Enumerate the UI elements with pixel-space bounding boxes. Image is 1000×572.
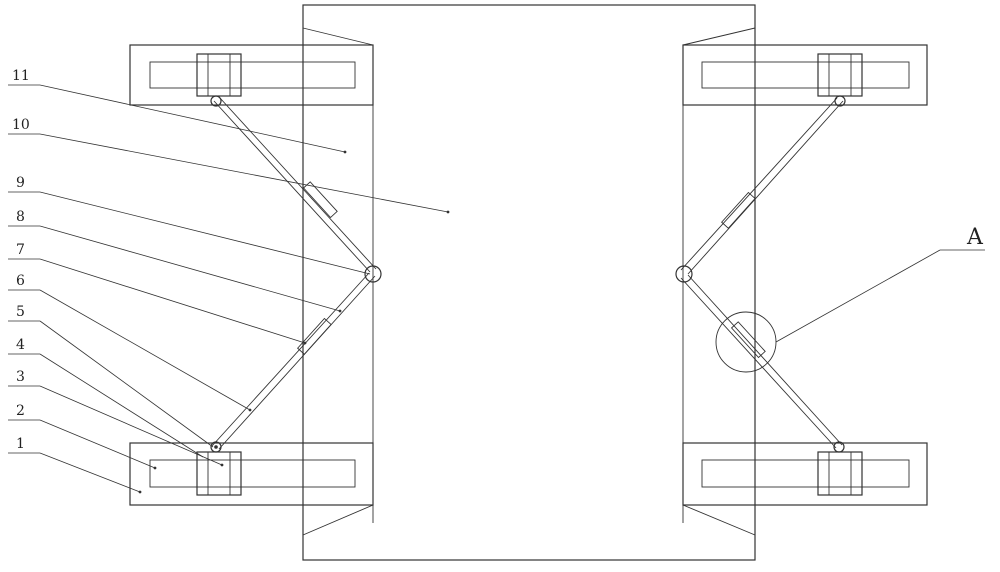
label-9: 9 <box>16 175 25 191</box>
linkage-right <box>675 95 846 453</box>
label-1: 1 <box>16 436 25 452</box>
label-3: 3 <box>16 369 25 385</box>
leader-dots <box>138 150 450 494</box>
label-5: 5 <box>16 304 25 320</box>
leader-lines <box>8 84 449 493</box>
label-2: 2 <box>16 403 25 419</box>
clamp-block-top-left <box>129 44 374 106</box>
label-10: 10 <box>12 117 30 133</box>
linkage-left <box>210 95 382 453</box>
clamp-block-top-right <box>682 44 928 106</box>
label-11: 11 <box>12 68 30 84</box>
central-column <box>302 4 756 561</box>
label-4: 4 <box>16 337 25 353</box>
detail-label-a: A <box>966 225 984 250</box>
label-8: 8 <box>16 209 25 225</box>
clamp-block-bottom-right <box>682 442 928 506</box>
label-6: 6 <box>16 273 25 289</box>
label-7: 7 <box>16 242 25 258</box>
detail-callout-a: A <box>715 225 985 373</box>
clamp-block-bottom-left <box>129 442 374 506</box>
part-labels: 11 10 9 8 7 6 5 4 3 2 1 <box>12 68 30 452</box>
